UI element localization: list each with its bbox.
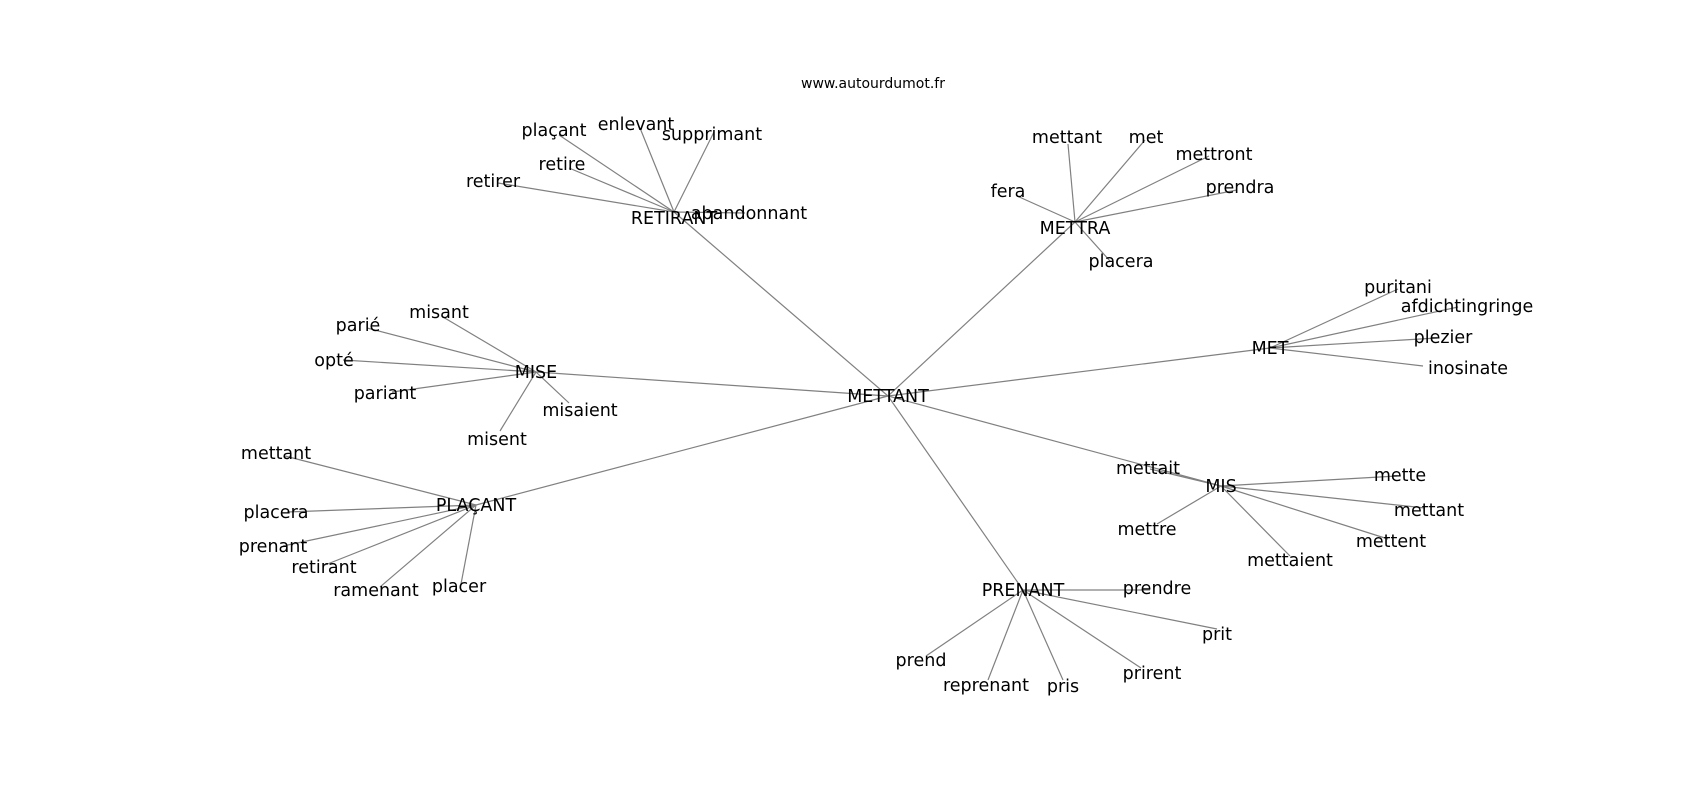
leaf-node-label: retirer bbox=[466, 172, 521, 192]
edge-hub-to-leaf bbox=[1220, 475, 1398, 487]
leaf-node-label: reprenant bbox=[943, 676, 1029, 696]
leaf-node-label: ramenant bbox=[333, 581, 419, 601]
edge-center-to-hub bbox=[673, 211, 889, 397]
edge-hub-to-leaf bbox=[499, 371, 537, 432]
leaf-node-label: afdichtingringe bbox=[1401, 297, 1534, 317]
edge-hub-to-leaf bbox=[987, 589, 1024, 681]
edge-hub-to-leaf bbox=[1220, 485, 1426, 509]
edge-hub-to-leaf bbox=[342, 359, 537, 373]
leaf-node-label: prirent bbox=[1123, 664, 1182, 684]
edge-hub-to-leaf bbox=[442, 316, 537, 373]
leaf-node-label: placera bbox=[1088, 252, 1153, 272]
edge-hub-to-leaf bbox=[366, 327, 537, 373]
leaf-node-label: prit bbox=[1202, 625, 1232, 645]
leaf-node-label: enlevant bbox=[598, 115, 675, 135]
leaf-node-label: prend bbox=[896, 651, 947, 671]
edge-hub-to-leaf bbox=[1074, 155, 1210, 223]
edge-hub-to-leaf bbox=[1074, 189, 1238, 223]
edge-hub-to-leaf bbox=[1022, 589, 1218, 630]
edge-center-to-hub bbox=[887, 395, 1222, 487]
edge-hub-to-leaf bbox=[558, 134, 675, 213]
leaf-node-label: retire bbox=[539, 155, 586, 175]
leaf-node-label: mettait bbox=[1116, 459, 1180, 479]
leaf-node-label: puritani bbox=[1364, 278, 1432, 298]
leaf-node-label: plezier bbox=[1414, 328, 1474, 348]
edge-center-to-hub bbox=[887, 395, 1024, 591]
leaf-node-label: mettant bbox=[241, 444, 311, 464]
label-layer: METTANT RETIRANT plaçant enlevantsupprimant… bbox=[239, 115, 1533, 697]
edge-hub-to-leaf bbox=[1269, 337, 1438, 349]
edge-center-to-hub bbox=[887, 347, 1271, 397]
hub-node-label: MIS bbox=[1205, 477, 1236, 497]
leaf-node-label: mette bbox=[1374, 466, 1426, 486]
source-url: www.autourdumot.fr bbox=[801, 76, 945, 92]
hub-node-label: RETIRANT bbox=[631, 209, 718, 229]
edge-hub-to-leaf bbox=[568, 167, 675, 213]
edge-hub-to-leaf bbox=[535, 371, 570, 404]
leaf-node-label: misent bbox=[467, 430, 527, 450]
center-node-label: METTANT bbox=[847, 387, 929, 407]
leaf-node-label: prendre bbox=[1123, 579, 1191, 599]
leaf-node-label: mettre bbox=[1117, 520, 1176, 540]
edge-hub-to-leaf bbox=[1220, 485, 1291, 557]
leaf-node-label: plaçant bbox=[522, 121, 587, 141]
hub-node-label: MISE bbox=[515, 363, 557, 383]
leaf-node-label: mettront bbox=[1175, 145, 1252, 165]
edge-hub-to-leaf bbox=[497, 182, 675, 213]
leaf-node-label: prenant bbox=[239, 537, 308, 557]
leaf-node-label: pariant bbox=[354, 384, 417, 404]
edge-hub-to-leaf bbox=[1149, 468, 1222, 487]
hub-node-label: METTRA bbox=[1040, 219, 1111, 239]
leaf-node-label: opté bbox=[314, 351, 353, 371]
edge-center-to-hub bbox=[475, 395, 889, 506]
leaf-node-label: mettaient bbox=[1247, 551, 1333, 571]
edge-hub-to-leaf bbox=[1269, 306, 1459, 349]
leaf-node-label: fera bbox=[991, 182, 1026, 202]
hub-node-label: MET bbox=[1252, 339, 1289, 359]
edge-hub-to-leaf bbox=[1269, 347, 1424, 367]
leaf-node-label: mettant bbox=[1032, 128, 1102, 148]
edge-hub-to-leaf bbox=[391, 371, 537, 393]
edge-hub-to-leaf bbox=[284, 455, 477, 506]
edge-hub-to-leaf bbox=[1016, 195, 1076, 223]
edge-center-to-hub bbox=[535, 371, 889, 397]
edge-hub-to-leaf bbox=[460, 504, 477, 585]
edge-hub-to-leaf bbox=[1220, 485, 1389, 540]
edge-hub-to-leaf bbox=[1156, 485, 1222, 525]
leaf-node-label: supprimant bbox=[662, 125, 762, 145]
hub-node-label: PRENANT bbox=[982, 581, 1065, 601]
hub-node-label: PLAÇANT bbox=[436, 496, 517, 516]
leaf-node-label: abandonnant bbox=[691, 204, 807, 224]
edge-hub-to-leaf bbox=[379, 504, 477, 588]
edge-layer bbox=[282, 127, 1459, 681]
leaf-node-label: misaient bbox=[542, 401, 617, 421]
leaf-node-label: mettant bbox=[1394, 501, 1464, 521]
edge-hub-to-leaf bbox=[639, 127, 675, 213]
leaf-node-label: placera bbox=[243, 503, 308, 523]
edge-hub-to-leaf bbox=[673, 211, 746, 214]
leaf-node-label: met bbox=[1129, 128, 1164, 148]
edge-hub-to-leaf bbox=[1022, 589, 1142, 669]
edge-hub-to-leaf bbox=[1022, 589, 1064, 681]
leaf-node-label: retirant bbox=[291, 558, 356, 578]
leaf-node-label: prendra bbox=[1206, 178, 1275, 198]
leaf-node-label: pris bbox=[1047, 677, 1079, 697]
leaf-node-label: inosinate bbox=[1428, 359, 1508, 379]
edge-center-to-hub bbox=[887, 221, 1076, 397]
edge-hub-to-leaf bbox=[1074, 221, 1111, 262]
edge-hub-to-leaf bbox=[282, 504, 477, 547]
leaf-node-label: placer bbox=[432, 577, 487, 597]
edge-hub-to-leaf bbox=[673, 131, 715, 213]
edge-hub-to-leaf bbox=[1074, 139, 1146, 223]
edge-hub-to-leaf bbox=[324, 504, 477, 566]
leaf-node-label: misant bbox=[409, 303, 469, 323]
edge-hub-to-leaf bbox=[925, 589, 1024, 657]
edge-hub-to-leaf bbox=[286, 504, 477, 513]
leaf-node-label: parié bbox=[336, 316, 381, 336]
edge-hub-to-leaf bbox=[1067, 143, 1076, 223]
leaf-node-label: mettent bbox=[1356, 532, 1426, 552]
edge-hub-to-leaf bbox=[1269, 288, 1399, 349]
